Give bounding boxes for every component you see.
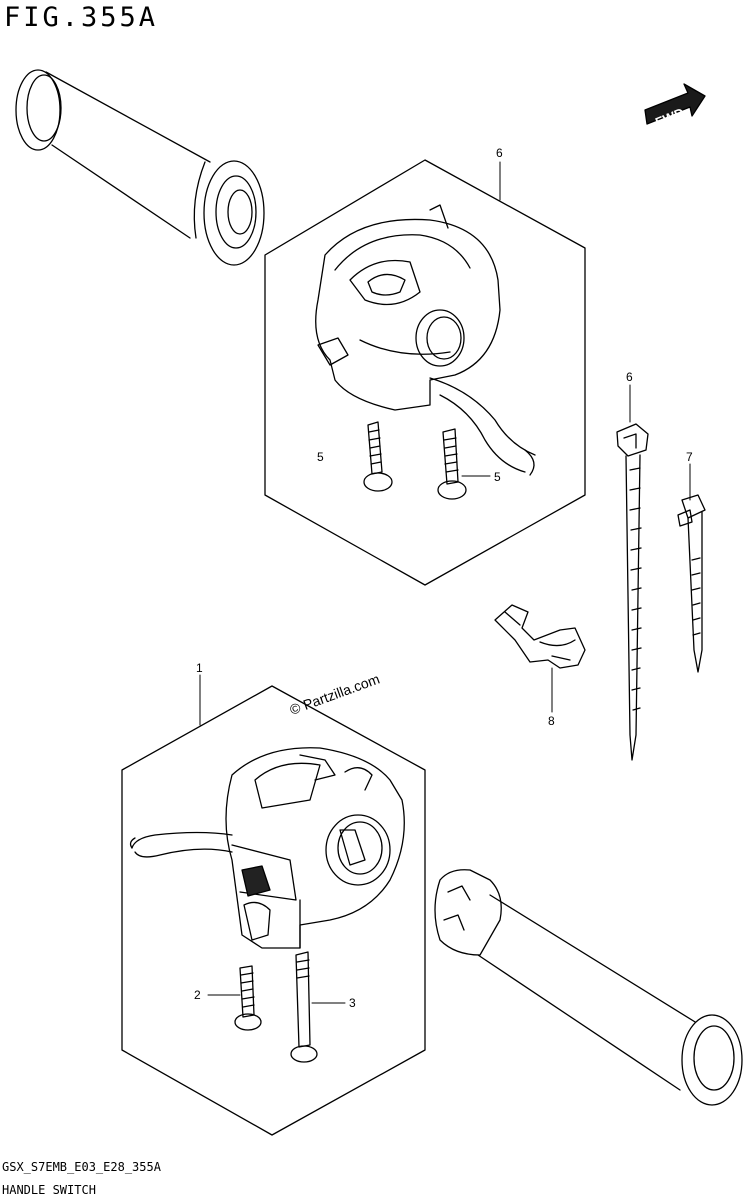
assembly-group-1-outline	[121, 685, 426, 1136]
handle-switch-left	[129, 747, 405, 949]
callout-5-left: 5	[317, 450, 324, 464]
screw-5-left	[363, 421, 393, 492]
callout-6: 6	[626, 370, 633, 384]
screw-3	[290, 951, 318, 1063]
assembly-group-4-outline	[264, 159, 586, 586]
handle-switch-right	[315, 204, 536, 476]
screw-2	[234, 965, 262, 1031]
leader-lines	[199, 161, 691, 1004]
diagram-code: GSX_S7EMB_E03_E28_355A	[2, 1160, 161, 1174]
callout-8: 8	[548, 714, 555, 728]
clip-8	[494, 604, 586, 669]
callout-5-right: 5	[494, 470, 501, 484]
callout-1: 1	[196, 661, 203, 675]
diagram-name: HANDLE SWITCH	[2, 1183, 96, 1197]
watermark: © Partzilla.com	[288, 671, 382, 718]
grip-lower	[434, 869, 743, 1106]
figure-title: FIG.355A	[4, 2, 159, 33]
fwd-arrow-icon	[644, 83, 706, 125]
grip-upper	[15, 69, 265, 266]
callout-3: 3	[349, 996, 356, 1010]
cable-tie-6	[616, 423, 649, 761]
callout-2: 2	[194, 988, 201, 1002]
callout-4: 6	[496, 146, 503, 160]
screw-5-right	[437, 428, 467, 500]
clamp-7	[677, 494, 706, 673]
callout-7: 7	[686, 450, 693, 464]
